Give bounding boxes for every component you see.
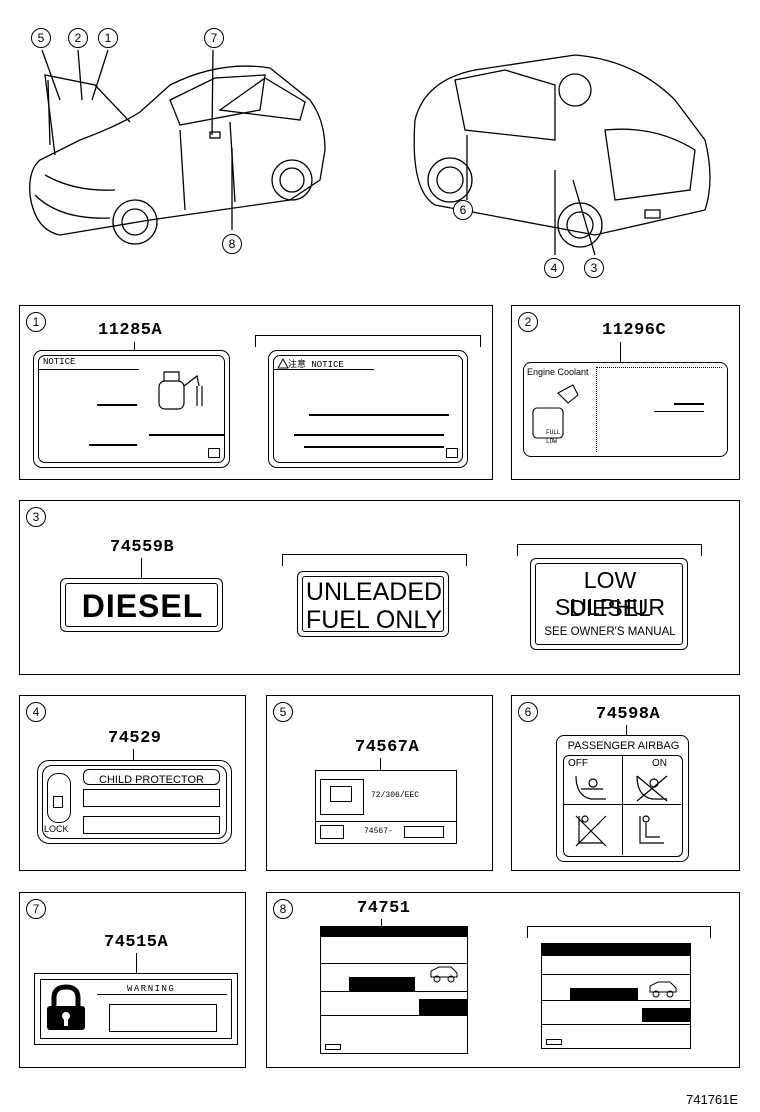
callout-2: 2 [68, 28, 88, 48]
low-sulphur-label: LOW SULPHUR DIESEL SEE OWNER'S MANUAL [530, 558, 688, 650]
low-mark: LOW [546, 438, 557, 445]
panel-number: 5 [273, 702, 293, 722]
diesel-text: DIESEL [81, 588, 204, 624]
panel-8: 8 74751 [266, 892, 740, 1068]
info-label-left [320, 926, 468, 1054]
front-car-illustration [20, 30, 340, 260]
part-number: 11285A [98, 321, 163, 340]
panel-1: 1 11285A NOTICE 注意 NOTICE [19, 305, 493, 480]
panel-number: 1 [26, 312, 46, 332]
part-number: 74567A [355, 738, 420, 757]
panel-6: 6 74598A PASSENGER AIRBAG OFF ON [511, 695, 740, 871]
unleaded-label: UNLEADED FUEL ONLY [297, 571, 449, 637]
coolant-label: Engine Coolant FULL LOW [523, 362, 728, 457]
callout-1: 1 [98, 28, 118, 48]
emc-sub: 74567- [364, 827, 393, 836]
panel-number: 2 [518, 312, 538, 332]
panel-number: 8 [273, 899, 293, 919]
warning-title: WARNING [127, 984, 176, 994]
panel-5: 5 74567A 72/306/EEC 74567- [266, 695, 493, 871]
passenger-airbag-label: PASSENGER AIRBAG OFF ON [556, 735, 689, 862]
part-number: 11296C [602, 321, 667, 340]
child-protector-title: CHILD PROTECTOR [83, 769, 220, 786]
vehicle-icon [649, 981, 677, 998]
child-seat-crossed-icon [636, 775, 668, 802]
panel-4: 4 74529 LOCK CHILD PROTECTOR [19, 695, 246, 871]
off-text: OFF [568, 758, 588, 769]
notice-label-right: 注意 NOTICE [268, 350, 468, 468]
panel-7: 7 74515A WARNING [19, 892, 246, 1068]
unleaded-line2: FUEL ONLY [305, 606, 443, 634]
part-number: 74529 [108, 729, 162, 748]
callout-6: 6 [453, 200, 473, 220]
callout-5: 5 [31, 28, 51, 48]
emc-label: 72/306/EEC 74567- [315, 770, 457, 844]
diagram-id: 741761E [686, 1092, 739, 1107]
low-sulphur-line3: SEE OWNER'S MANUAL [544, 626, 676, 638]
child-seat-icon [575, 775, 606, 800]
info-label-right [541, 943, 691, 1049]
part-number: 74515A [104, 933, 169, 952]
low-sulphur-line2: DIESEL [569, 595, 651, 621]
airbag-title: PASSENGER AIRBAG [567, 740, 680, 752]
padlock-icon [47, 984, 85, 1030]
callout-8: 8 [222, 234, 242, 254]
low-sulphur-line1: LOW SULPHUR [555, 567, 665, 620]
part-number: 74598A [596, 705, 661, 724]
notice-title-jp: 注意 NOTICE [288, 360, 344, 370]
rear-car-illustration [405, 40, 725, 270]
vehicle-icon [430, 966, 458, 983]
diesel-label: DIESEL [60, 578, 223, 632]
coolant-tank-icon [158, 371, 203, 410]
lock-switch-icon [47, 773, 71, 823]
notice-label-left: NOTICE [33, 350, 230, 468]
lock-text: LOCK [44, 824, 69, 834]
panel-2: 2 11296C Engine Coolant FULL LOW [511, 305, 740, 480]
on-text: ON [652, 758, 667, 769]
warning-label: WARNING [34, 973, 238, 1045]
panel-number: 7 [26, 899, 46, 919]
notice-title: NOTICE [43, 357, 76, 367]
part-number: 74751 [357, 899, 411, 918]
panel-number: 4 [26, 702, 46, 722]
adult-seat-icon [639, 815, 664, 844]
unleaded-line1: UNLEADED [305, 578, 443, 606]
callout-3: 3 [584, 258, 604, 278]
emc-code: 72/306/EEC [371, 791, 420, 800]
full-mark: FULL [546, 429, 561, 436]
adult-seat-crossed-icon [575, 815, 607, 847]
panel-number: 6 [518, 702, 538, 722]
callout-4: 4 [544, 258, 564, 278]
warning-triangle-icon [277, 357, 289, 369]
coolant-bottle-icon [532, 384, 579, 439]
callout-7: 7 [204, 28, 224, 48]
child-protector-label: LOCK CHILD PROTECTOR [37, 760, 232, 844]
panel-3: 3 74559B DIESEL UNLEADED FUEL ONLY LOW S… [19, 500, 740, 675]
panel-number: 3 [26, 507, 46, 527]
part-number: 74559B [110, 538, 175, 557]
coolant-title: Engine Coolant [527, 367, 589, 377]
